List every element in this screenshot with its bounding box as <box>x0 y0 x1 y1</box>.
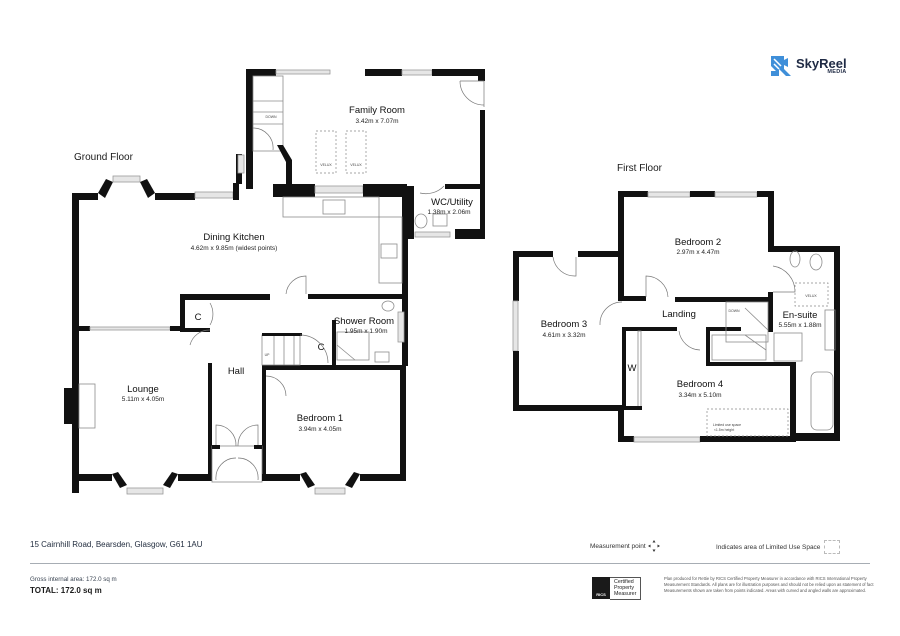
room-dims-en-suite: 5.55m x 1.88m <box>779 322 822 329</box>
room-name-family-room: Family Room <box>349 105 405 116</box>
family-room-walls: DOWN VELUX VELUX <box>236 69 485 239</box>
room-name-en-suite: En-suite <box>783 310 818 321</box>
room-name-wc-utility: WC/Utility <box>431 197 473 208</box>
first-floor-label: First Floor <box>617 163 662 174</box>
stairs-down-label: DOWN <box>265 115 277 119</box>
room-dims-bedroom-2: 2.97m x 4.47m <box>677 249 720 256</box>
room-name-bedroom-1: Bedroom 1 <box>297 413 343 424</box>
room-dims-bedroom-4: 3.34m x 5.10m <box>679 392 722 399</box>
room-name-bedroom-4: Bedroom 4 <box>677 379 723 390</box>
room-dims-shower-room: 1.95m x 1.90m <box>345 328 388 335</box>
brand-name: SkyReel <box>796 55 847 71</box>
cupboard-label-1: C <box>195 312 202 323</box>
measurement-point-icon <box>647 540 660 552</box>
room-name-dining-kitchen: Dining Kitchen <box>203 232 264 243</box>
room-name-hall: Hall <box>228 366 244 377</box>
ground-floor-plan: DOWN VELUX VELUX <box>64 69 485 495</box>
rics-line-1: Certified <box>614 579 634 585</box>
room-name-shower-room: Shower Room <box>334 316 394 327</box>
rics-badge-text: RICS <box>596 592 606 597</box>
stairs-up-label: UP <box>265 353 271 357</box>
total-area: TOTAL: 172.0 sq m <box>30 586 102 595</box>
first-floor-plan: DOWN W Limited use space <1.5m height VE… <box>512 191 840 443</box>
rics-logo-icon: RICS <box>592 577 610 599</box>
room-dims-bedroom-3: 4.61m x 3.32m <box>543 332 586 339</box>
room-name-lounge: Lounge <box>127 384 159 395</box>
cupboard-label-2: C <box>318 342 325 353</box>
property-address: 15 Cairnhill Road, Bearsden, Glasgow, G6… <box>30 540 203 549</box>
first-stairs-down-label: DOWN <box>728 309 740 313</box>
legend-limited-use: Indicates area of Limited Use Space <box>716 540 841 554</box>
legend-limited-use-label: Indicates area of Limited Use Space <box>716 543 821 551</box>
ground-floor-label: Ground Floor <box>74 152 133 163</box>
rics-badge: RICS Certified Property Measurer <box>592 577 642 600</box>
room-name-landing: Landing <box>662 309 696 320</box>
legend-measurement-point: Measurement point <box>590 540 660 552</box>
room-dims-family-room: 3.42m x 7.07m <box>356 118 399 125</box>
velux-label-1: VELUX <box>320 163 332 167</box>
room-dims-bedroom-1: 3.94m x 4.05m <box>299 426 342 433</box>
room-dims-dining-kitchen: 4.62m x 9.85m (widest points) <box>191 245 278 252</box>
room-name-bedroom-2: Bedroom 2 <box>675 237 721 248</box>
disclaimer: Plan produced for Rettie by RICS Certifi… <box>664 576 874 593</box>
room-name-bedroom-3: Bedroom 3 <box>541 319 587 330</box>
wardrobe-label: W <box>628 363 637 374</box>
brand-logo: SkyReel MEDIA <box>770 55 847 77</box>
rics-line-2: Property <box>614 585 635 592</box>
room-dims-wc-utility: 1.38m x 2.06m <box>428 209 471 216</box>
rics-line-3: Measurer <box>614 591 637 598</box>
limited-space-note-1: Limited use space <box>713 423 741 427</box>
gross-internal-area: Gross internal area: 172.0 sq m <box>30 576 117 583</box>
footer-divider <box>30 563 870 564</box>
limited-space-note-2: <1.5m height <box>714 428 734 432</box>
velux-label-2: VELUX <box>350 163 362 167</box>
legend-measurement-label: Measurement point <box>590 542 646 550</box>
brand-sub: MEDIA <box>827 68 847 75</box>
limited-use-swatch <box>824 540 841 554</box>
ground-main-walls: UP <box>64 175 408 495</box>
room-dims-lounge: 5.11m x 4.05m <box>122 396 165 403</box>
skyreel-logo-icon <box>771 56 791 76</box>
first-velux-label: VELUX <box>805 294 817 298</box>
